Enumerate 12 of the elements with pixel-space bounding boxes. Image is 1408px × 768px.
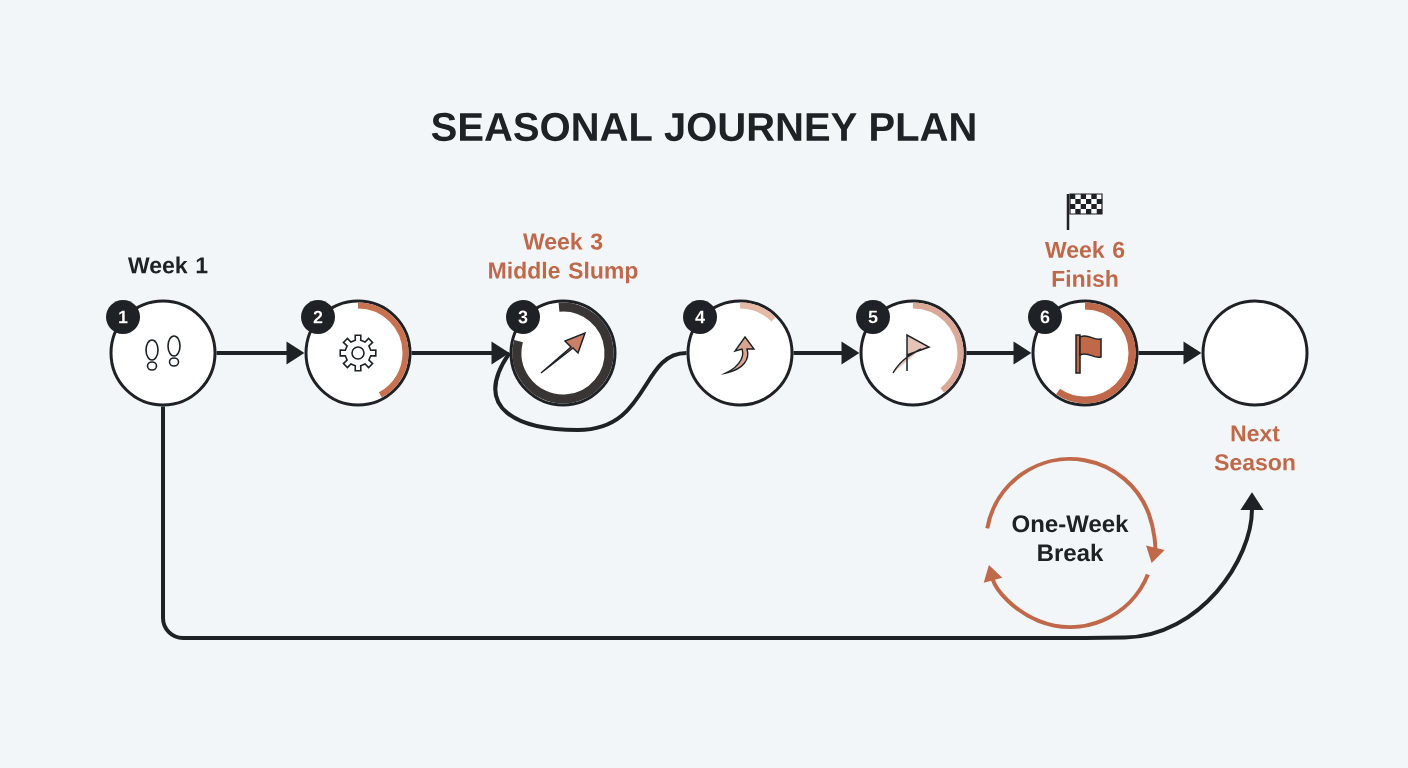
step-label: Week 1 <box>127 256 208 274</box>
step-badge: 4 <box>683 300 717 334</box>
step-badge: 5 <box>856 300 890 334</box>
title: SEASONAL JOURNEY PLAN <box>431 112 975 142</box>
step-label: Next Season <box>1214 425 1295 471</box>
step-badge: 2 <box>301 300 335 334</box>
step-badge: 1 <box>106 300 140 334</box>
step-badge: 3 <box>506 300 540 334</box>
break-label: One-Week Break <box>1012 514 1129 562</box>
step-badge: 6 <box>1028 300 1062 334</box>
step-label: Week 3 Middle Slump <box>489 232 638 284</box>
step-label: Week 6 Finish <box>1044 241 1125 287</box>
